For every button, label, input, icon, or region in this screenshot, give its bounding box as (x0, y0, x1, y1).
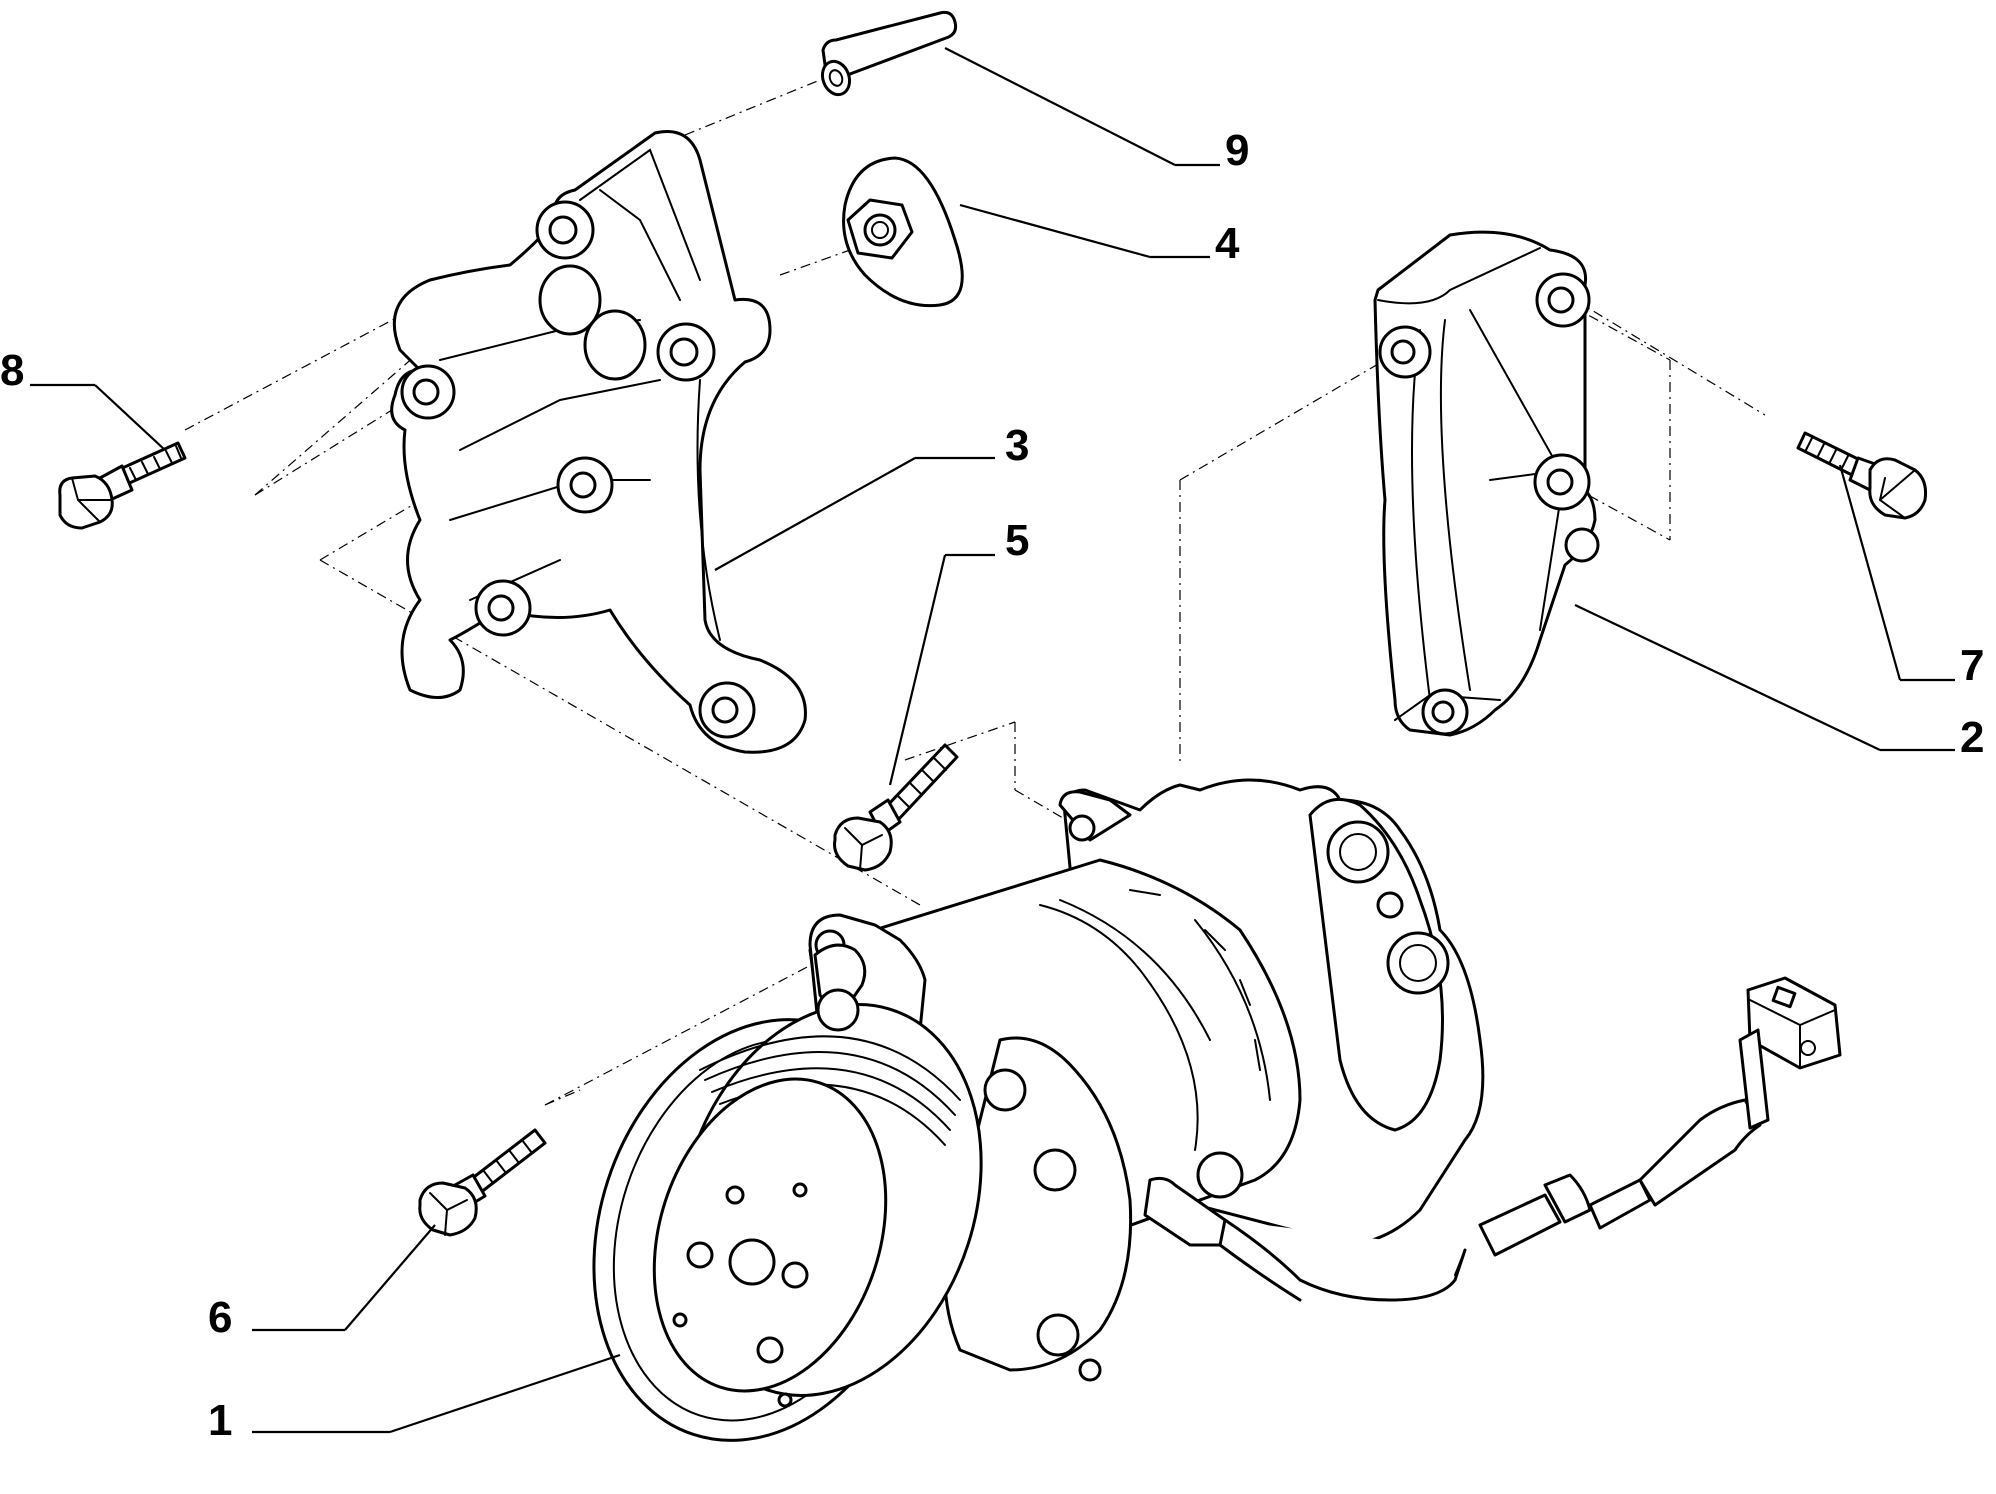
dowel-pin-part-9 (820, 10, 958, 97)
callout-5: 5 (1005, 516, 1029, 565)
callout-3: 3 (1005, 421, 1029, 470)
callout-9: 9 (1225, 126, 1249, 175)
alignment-lines (184, 79, 1766, 1106)
callout-4: 4 (1215, 219, 1240, 268)
callout-7: 7 (1960, 641, 1984, 690)
callout-1: 1 (208, 1396, 232, 1445)
callout-6: 6 (208, 1293, 232, 1342)
bolt-part-5 (833, 743, 959, 872)
callout-8: 8 (0, 346, 24, 395)
bolt-part-8 (58, 441, 187, 530)
leader-lines (30, 47, 1955, 1434)
callout-2: 2 (1960, 713, 1984, 762)
hose-fitting (1478, 976, 1842, 1257)
mounting-bracket-part-3 (390, 130, 807, 754)
flanged-nut-part-4 (842, 156, 964, 308)
callout-labels: 9 4 3 5 8 7 2 6 1 (0, 126, 1984, 1445)
bolt-part-6 (418, 1128, 547, 1237)
compressor-part-1 (592, 778, 1485, 1442)
mounting-bracket-part-2 (1373, 230, 1600, 737)
bolt-part-7 (1796, 431, 1927, 520)
